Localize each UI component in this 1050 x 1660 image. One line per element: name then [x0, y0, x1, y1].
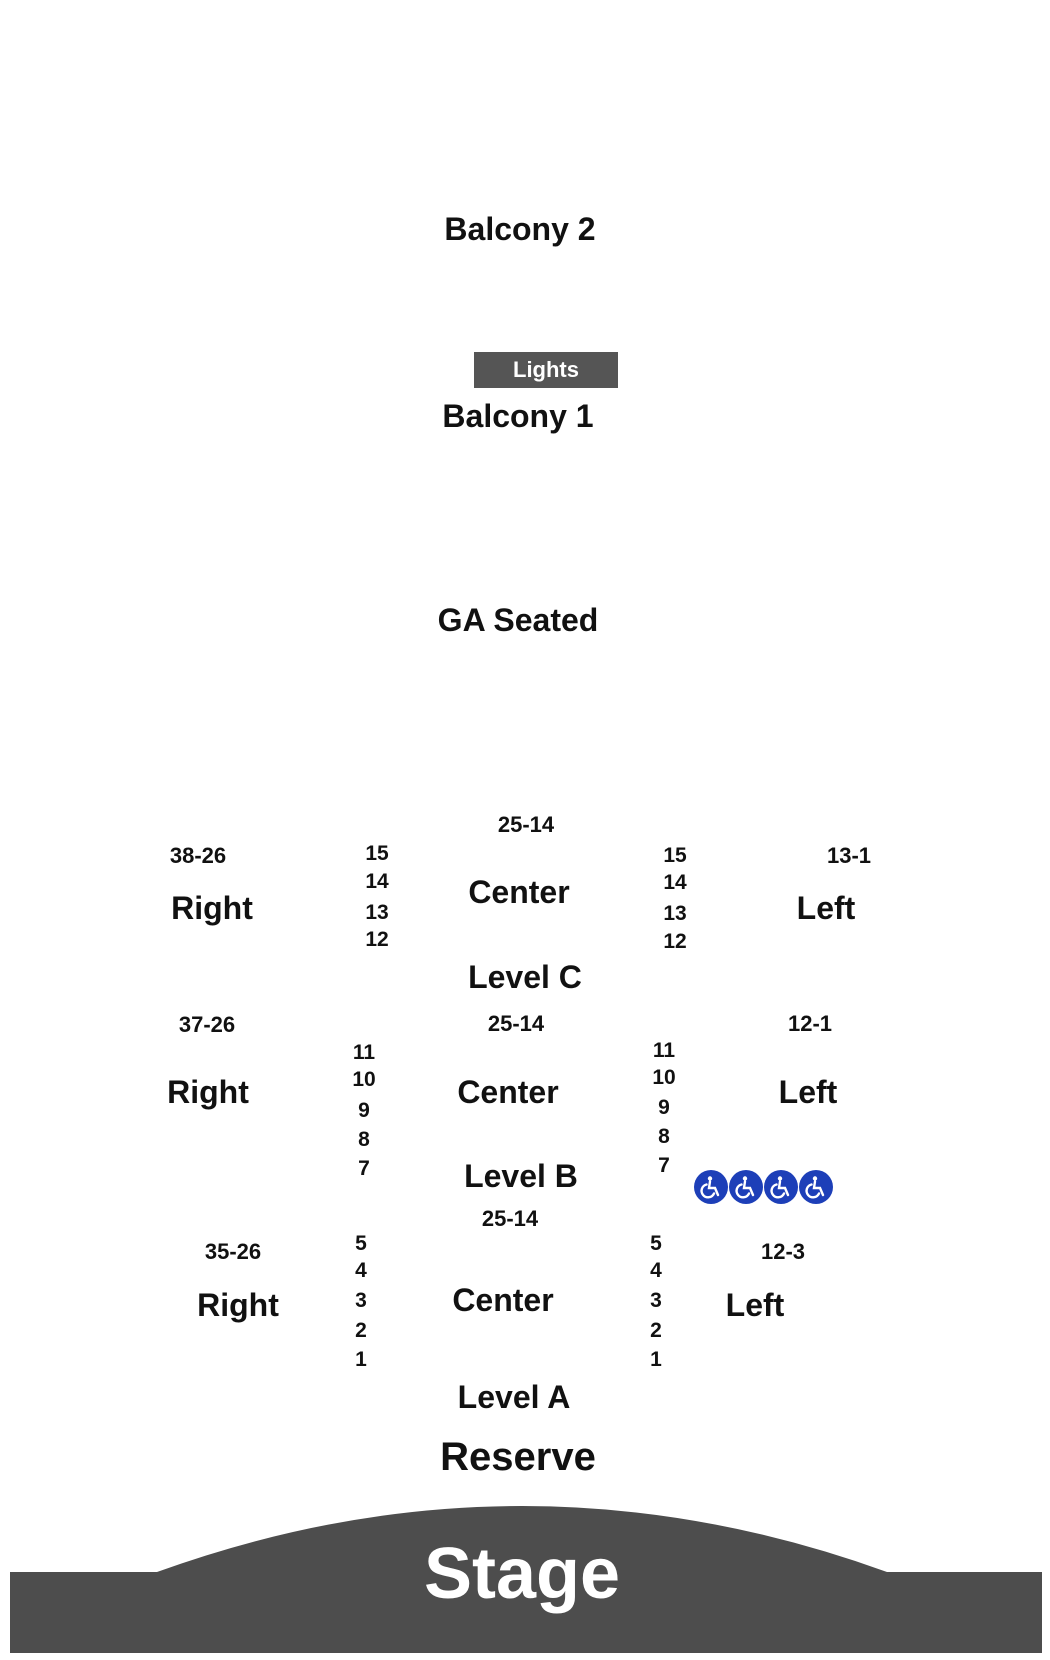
level-b-center-range: 25-14 [487, 1011, 545, 1036]
row-label: 8 [658, 1125, 670, 1148]
wheelchair-icon[interactable] [764, 1170, 798, 1204]
row-label: 11 [352, 1041, 376, 1064]
level-a-center-section[interactable]: Center [452, 1282, 554, 1318]
row-label: 13 [663, 902, 687, 925]
row-label: 1 [650, 1348, 662, 1371]
level-a-right-section[interactable]: Right [197, 1287, 279, 1323]
wheelchair-icon[interactable] [694, 1170, 728, 1204]
row-label: 14 [663, 871, 687, 894]
level-a-left-section[interactable]: Left [725, 1287, 785, 1323]
level-a-center-range: 25-14 [481, 1206, 539, 1231]
level-a-label: Level A [457, 1379, 571, 1415]
row-label: 1 [355, 1348, 367, 1371]
row-label: 10 [652, 1066, 676, 1089]
ga-seated-label[interactable]: GA Seated [437, 602, 599, 638]
level-b-right-range: 37-26 [178, 1012, 236, 1037]
row-label: 4 [355, 1259, 367, 1282]
row-label: 2 [650, 1319, 662, 1342]
row-label: 15 [663, 844, 687, 867]
level-c-label: Level C [468, 959, 582, 995]
row-label: 15 [365, 842, 389, 865]
level-c-left-section[interactable]: Left [796, 890, 856, 926]
level-a-left-range: 12-3 [760, 1239, 806, 1264]
balcony-2-label[interactable]: Balcony 2 [444, 211, 596, 247]
row-label: 8 [358, 1128, 370, 1151]
row-label: 9 [658, 1096, 670, 1119]
level-c-center-range: 25-14 [497, 812, 555, 837]
level-a-right-range: 35-26 [204, 1239, 262, 1264]
row-label: 7 [658, 1154, 670, 1177]
level-b-left-section[interactable]: Left [778, 1074, 838, 1110]
row-label: 9 [358, 1099, 370, 1122]
level-c-left-range: 13-1 [826, 843, 872, 868]
row-label: 12 [663, 930, 687, 953]
stage-shape [10, 1506, 1042, 1653]
row-label: 14 [365, 870, 389, 893]
row-label: 5 [650, 1232, 662, 1255]
level-c-right-range: 38-26 [169, 843, 227, 868]
wheelchair-icon[interactable] [799, 1170, 833, 1204]
row-label: 3 [355, 1289, 367, 1312]
level-b-right-section[interactable]: Right [167, 1074, 249, 1110]
row-label: 13 [365, 901, 389, 924]
balcony-1-label[interactable]: Balcony 1 [442, 398, 594, 434]
level-b-left-range: 12-1 [787, 1011, 833, 1036]
row-label: 5 [355, 1232, 367, 1255]
row-label: 12 [365, 928, 389, 951]
level-c-right-section[interactable]: Right [171, 890, 253, 926]
reserve-section[interactable]: Reserve [440, 1435, 596, 1479]
level-c-center-section[interactable]: Center [468, 874, 570, 910]
row-label: 4 [650, 1259, 662, 1282]
lights-label: Lights [513, 357, 579, 382]
wheelchair-icon[interactable] [729, 1170, 763, 1204]
row-label: 10 [352, 1068, 376, 1091]
row-label: 3 [650, 1289, 662, 1312]
lights-bar: Lights [474, 352, 618, 388]
row-label: 7 [358, 1157, 370, 1180]
row-label: 11 [652, 1039, 676, 1062]
row-label: 2 [355, 1319, 367, 1342]
level-b-center-section[interactable]: Center [457, 1074, 559, 1110]
stage-label: Stage [423, 1534, 621, 1614]
level-b-label: Level B [464, 1158, 578, 1194]
